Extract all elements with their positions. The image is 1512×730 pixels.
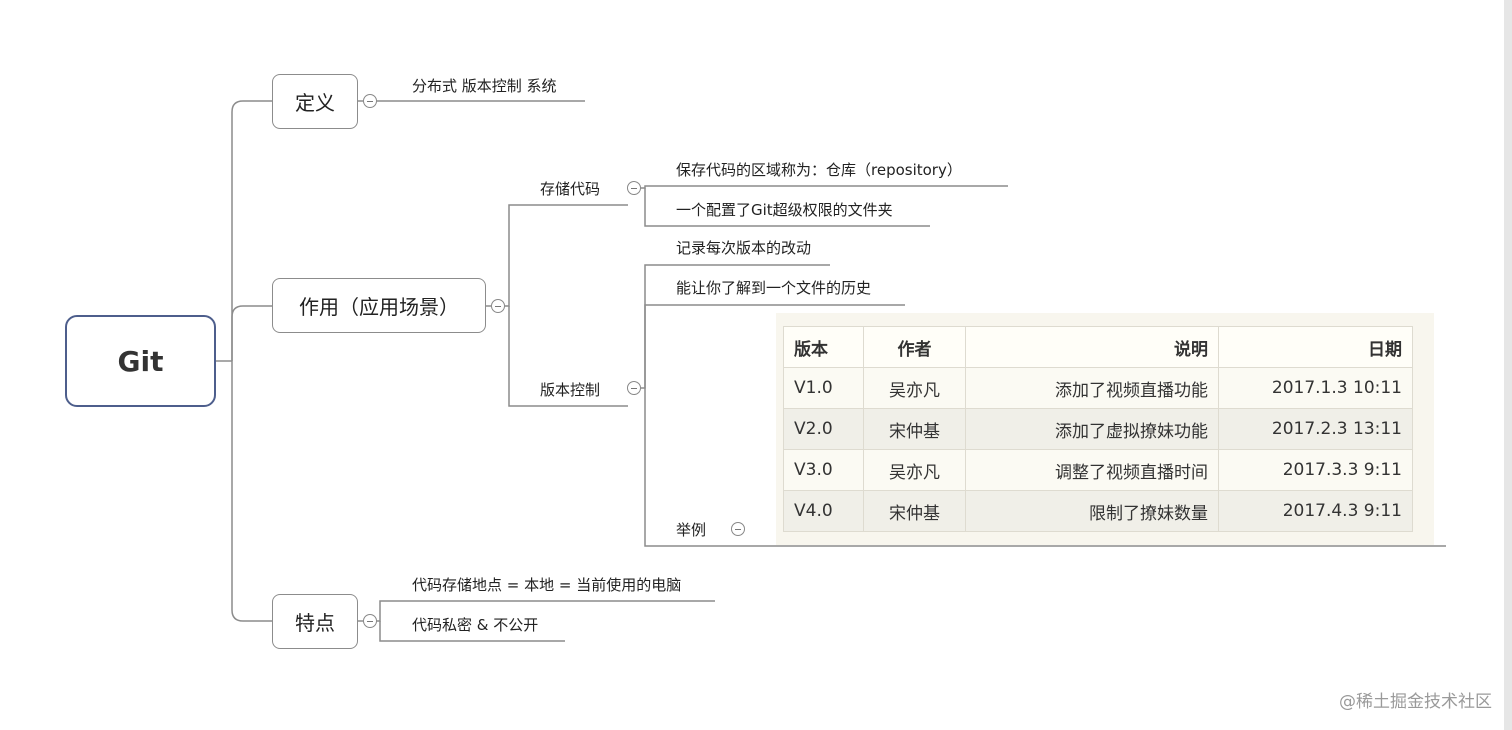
- header-author: 作者: [863, 326, 966, 368]
- example-table: 版本 作者 说明 日期 V1.0 吴亦凡 添加了视频直播功能 2017.1.3 …: [783, 326, 1413, 532]
- watermark: @稀土掘金技术社区: [1339, 692, 1492, 712]
- root-label: Git: [117, 344, 164, 378]
- table-row: V4.0 宋仲基 限制了撩妹数量 2017.4.3 9:11: [783, 490, 1413, 532]
- node-version-control-label[interactable]: 版本控制: [540, 381, 601, 399]
- cell-version: V3.0: [783, 449, 864, 491]
- collapse-definition-icon[interactable]: [363, 94, 377, 108]
- cell-author: 宋仲基: [863, 490, 966, 532]
- cell-version: V2.0: [783, 408, 864, 450]
- cell-version: V1.0: [783, 367, 864, 409]
- cell-description: 添加了虚拟撩妹功能: [965, 408, 1219, 450]
- node-usage[interactable]: 作用（应用场景）: [272, 278, 486, 333]
- features-item-private: 代码私密 & 不公开: [412, 616, 539, 634]
- cell-author: 吴亦凡: [863, 367, 966, 409]
- header-date: 日期: [1218, 326, 1413, 368]
- header-description: 说明: [965, 326, 1219, 368]
- storage-item-folder: 一个配置了Git超级权限的文件夹: [676, 201, 893, 219]
- table-row: V2.0 宋仲基 添加了虚拟撩妹功能 2017.2.3 13:11: [783, 408, 1413, 450]
- node-features[interactable]: 特点: [272, 594, 358, 649]
- version-control-item-record: 记录每次版本的改动: [676, 239, 812, 257]
- collapse-storage-icon[interactable]: [627, 181, 641, 195]
- root-node-git[interactable]: Git: [65, 315, 216, 407]
- cell-date: 2017.3.3 9:11: [1218, 449, 1413, 491]
- collapse-example-icon[interactable]: [731, 522, 745, 536]
- header-version: 版本: [783, 326, 864, 368]
- node-definition-label: 定义: [295, 91, 335, 115]
- right-edge-bar: [1504, 0, 1512, 730]
- cell-description: 添加了视频直播功能: [965, 367, 1219, 409]
- node-storage-label[interactable]: 存储代码: [540, 180, 601, 198]
- version-control-item-history: 能让你了解到一个文件的历史: [676, 279, 872, 297]
- node-example-label[interactable]: 举例: [676, 521, 707, 539]
- cell-author: 宋仲基: [863, 408, 966, 450]
- node-usage-label: 作用（应用场景）: [299, 295, 459, 319]
- table-header-row: 版本 作者 说明 日期: [783, 326, 1413, 368]
- collapse-usage-icon[interactable]: [491, 299, 505, 313]
- table-row: V1.0 吴亦凡 添加了视频直播功能 2017.1.3 10:11: [783, 367, 1413, 409]
- cell-date: 2017.2.3 13:11: [1218, 408, 1413, 450]
- cell-version: V4.0: [783, 490, 864, 532]
- node-definition[interactable]: 定义: [272, 74, 358, 129]
- collapse-version-control-icon[interactable]: [627, 381, 641, 395]
- cell-date: 2017.1.3 10:11: [1218, 367, 1413, 409]
- cell-description: 限制了撩妹数量: [965, 490, 1219, 532]
- definition-item: 分布式 版本控制 系统: [412, 77, 557, 95]
- cell-author: 吴亦凡: [863, 449, 966, 491]
- storage-item-repository: 保存代码的区域称为：仓库（repository）: [676, 161, 962, 179]
- cell-date: 2017.4.3 9:11: [1218, 490, 1413, 532]
- features-item-location: 代码存储地点 = 本地 = 当前使用的电脑: [412, 576, 682, 594]
- node-features-label: 特点: [295, 611, 335, 635]
- table-row: V3.0 吴亦凡 调整了视频直播时间 2017.3.3 9:11: [783, 449, 1413, 491]
- cell-description: 调整了视频直播时间: [965, 449, 1219, 491]
- collapse-features-icon[interactable]: [363, 614, 377, 628]
